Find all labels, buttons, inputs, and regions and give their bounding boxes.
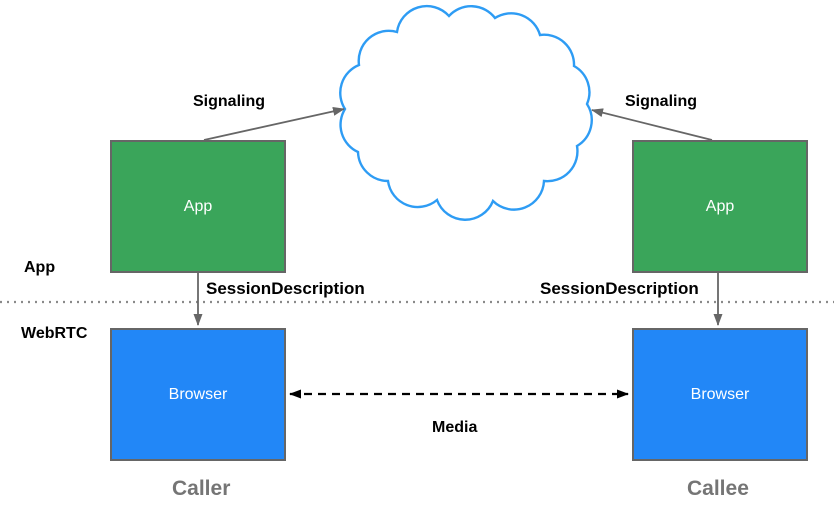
caller-app-node-label: App	[183, 197, 213, 215]
signaling-cloud-icon	[339, 4, 593, 221]
caller-browser-node-label: Browser	[168, 385, 228, 403]
media-label: Media	[432, 419, 478, 436]
caller-role-label: Caller	[172, 477, 231, 500]
webrtc-layer-label: WebRTC	[21, 325, 88, 342]
callee-app-node: App	[632, 140, 808, 273]
callee-role-label: Callee	[687, 477, 749, 500]
callee-browser-node: Browser	[632, 328, 808, 461]
app-layer-label: App	[24, 259, 56, 276]
callee-app-node-label: App	[705, 197, 735, 215]
signaling-label-left: Signaling	[193, 93, 265, 110]
session-description-label-right: SessionDescription	[540, 279, 699, 298]
signaling-arrow-left	[203, 106, 345, 141]
caller-browser-node: Browser	[110, 328, 286, 461]
callee-browser-node-label: Browser	[690, 385, 750, 403]
session-description-label-left: SessionDescription	[206, 279, 365, 298]
caller-app-node: App	[110, 140, 286, 273]
signaling-label-right: Signaling	[625, 93, 697, 110]
signaling-arrow-right	[591, 108, 713, 141]
